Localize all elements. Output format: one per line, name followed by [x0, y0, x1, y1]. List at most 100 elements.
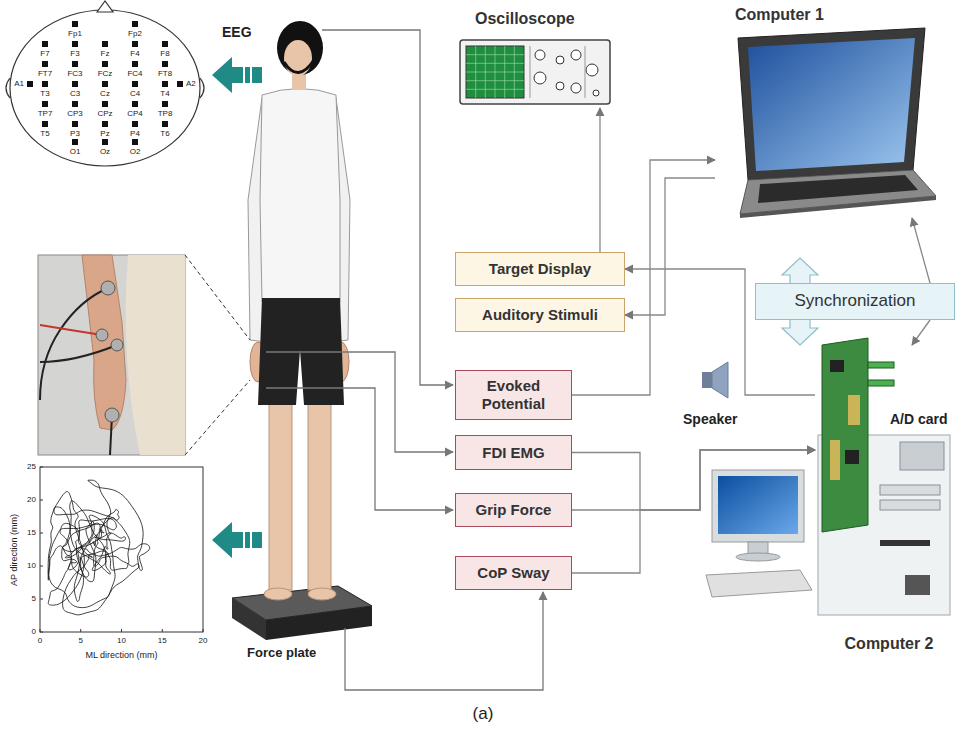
electrode-label: O2: [130, 147, 141, 156]
node-text: Evoked Potential: [464, 377, 563, 413]
hand-photo: [40, 345, 117, 362]
hand-photo: [105, 408, 119, 422]
signal-box: Evoked Potential: [455, 370, 572, 420]
electrode-marker: [162, 101, 168, 107]
hand-photo: [38, 255, 185, 455]
electrode-marker: [42, 41, 48, 47]
electrode-label: A2: [186, 79, 196, 88]
node-text: Target Display: [489, 260, 591, 278]
oscilloscope-illustration: [460, 40, 610, 104]
hand-photo: [82, 255, 126, 430]
electrode-label: F8: [160, 49, 169, 58]
cop-plot-axes: [40, 467, 43, 632]
person-illustration: [284, 40, 312, 76]
electrode-marker: [132, 61, 138, 67]
axis-title: ML direction (mm): [85, 650, 157, 660]
electrode-label: F4: [130, 49, 139, 58]
zoom-leader: [185, 255, 250, 340]
person-illustration: [308, 400, 331, 590]
electrode-marker: [132, 81, 138, 87]
electrode-marker: [132, 139, 138, 145]
electrode-marker: [42, 121, 48, 127]
signal-wire: [345, 592, 543, 690]
node-text: Auditory Stimuli: [482, 306, 598, 324]
electrode-label: CPz: [97, 109, 112, 118]
electrode-label: FT7: [38, 69, 52, 78]
oscilloscope-illustration: [530, 46, 585, 98]
electrode-marker: [42, 61, 48, 67]
oscilloscope-illustration: [593, 90, 599, 96]
electrode-label: T5: [40, 129, 49, 138]
signal-wire: [322, 30, 453, 385]
person-illustration: [264, 588, 292, 600]
laptop-illustration: [738, 28, 936, 218]
electrode-label: T4: [160, 89, 169, 98]
hand-photo: [40, 288, 108, 400]
electrode-label: C3: [70, 89, 80, 98]
electrode-label: A1: [14, 79, 24, 88]
teal-arrow: [212, 57, 262, 93]
oscilloscope-illustration: [556, 82, 564, 90]
desktop-computer-illustration: [718, 476, 798, 534]
electrode-label: CP4: [127, 109, 143, 118]
person-illustration: [277, 21, 323, 75]
oscilloscope-illustration: [460, 40, 610, 104]
electrode-label: CP3: [67, 109, 83, 118]
part-label: Force plate: [247, 646, 316, 661]
person-illustration: [266, 606, 372, 640]
signal-connector: [599, 108, 600, 252]
person-illustration: [260, 89, 340, 303]
electrode-marker: [72, 61, 78, 67]
signal-connector: [572, 450, 815, 510]
electrode-label: Fz: [101, 49, 110, 58]
electrode-label: FT8: [158, 69, 172, 78]
desktop-computer-illustration: [880, 500, 940, 510]
desktop-computer-illustration: [712, 470, 804, 542]
node-text: FDI EMG: [482, 444, 545, 462]
laptop-illustration: [748, 38, 915, 171]
tick-label: 0: [32, 627, 36, 636]
speaker-icon: [702, 362, 728, 398]
node-text: Synchronization: [795, 291, 916, 311]
output-box: Auditory Stimuli: [455, 298, 625, 332]
desktop-computer-illustration: [706, 570, 812, 597]
desktop-computer-illustration: [900, 442, 944, 470]
hand-photo: [38, 255, 185, 455]
teal-arrow: [212, 522, 262, 558]
electrode-marker: [102, 139, 108, 145]
electrode-marker: [102, 81, 108, 87]
electrode-label: O1: [70, 147, 81, 156]
electrode-label: T3: [40, 89, 49, 98]
electrode-markers: [27, 21, 183, 145]
person-illustration: [292, 74, 306, 90]
electrode-label: T6: [160, 129, 169, 138]
electrode-marker: [162, 41, 168, 47]
oscilloscope-illustration: [535, 50, 545, 60]
electrode-label: P3: [70, 129, 80, 138]
electrode-marker: [132, 41, 138, 47]
electrode-label: Fp2: [128, 29, 142, 38]
person-illustration: [284, 60, 314, 73]
electrode-label: F3: [70, 49, 79, 58]
electrode-marker: [132, 21, 138, 27]
desktop-computer-illustration: [880, 485, 940, 495]
figure-caption: (a): [473, 704, 494, 724]
desktop-computer-illustration: [736, 553, 780, 561]
person-illustration: [232, 21, 372, 640]
node-text: CoP Sway: [477, 564, 549, 582]
cop-plot-axes: [40, 467, 203, 632]
oscilloscope-illustration: [534, 72, 546, 84]
teal-arrow: [212, 522, 262, 558]
electrode-marker: [72, 121, 78, 127]
tick-label: 20: [199, 636, 208, 645]
tick-label: 20: [27, 495, 36, 504]
electrode-marker: [72, 101, 78, 107]
electrode-marker: [102, 101, 108, 107]
zoom-leader: [185, 255, 250, 455]
signal-connector: [572, 450, 815, 510]
oscilloscope-illustration: [534, 50, 599, 96]
cop-plot-axes: [40, 467, 203, 632]
node-text: Computer 2: [845, 635, 934, 653]
electrode-marker: [42, 101, 48, 107]
cop-plot-axes: [40, 629, 203, 632]
